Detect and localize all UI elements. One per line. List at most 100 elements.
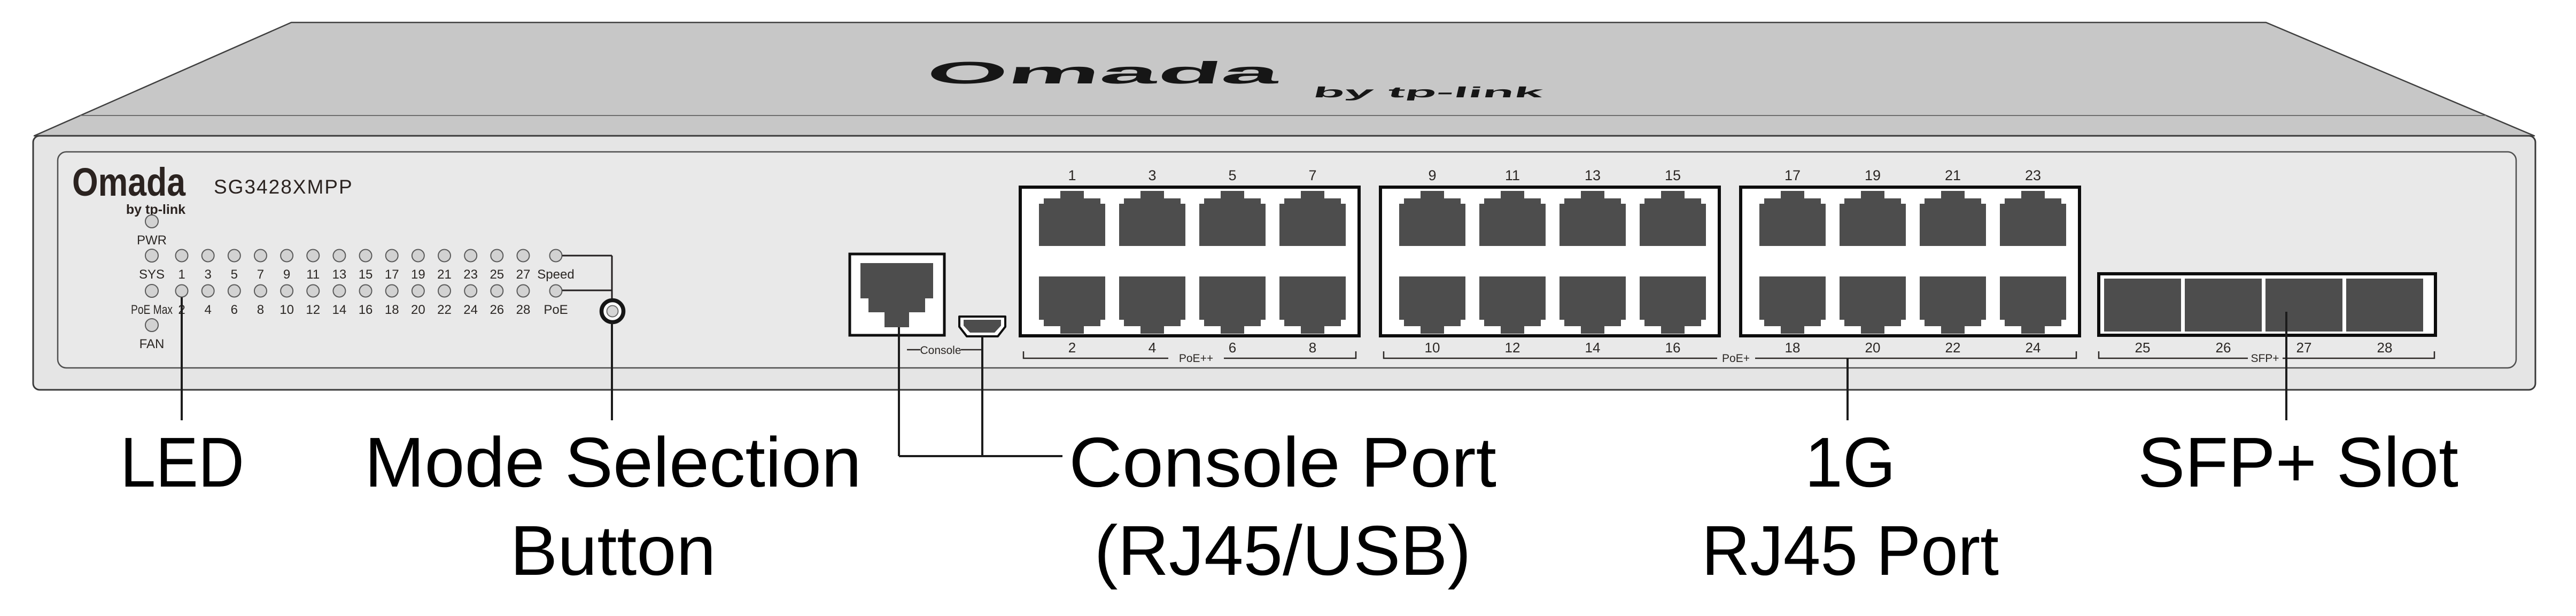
port-led-label: 6 bbox=[231, 303, 238, 317]
rj45-jack-top bbox=[1399, 191, 1465, 246]
sfp-callout-label: SFP+ Slot bbox=[2138, 423, 2458, 502]
status-led-label: SYS bbox=[139, 267, 165, 282]
port-led-label: 23 bbox=[463, 267, 478, 282]
port-number-top: 17 bbox=[1784, 167, 1801, 183]
port-number-top: 23 bbox=[2025, 167, 2041, 183]
poe-plus-label: PoE+ bbox=[1722, 352, 1750, 365]
port-led bbox=[280, 249, 294, 263]
port-number-bottom: 14 bbox=[1585, 340, 1601, 356]
port-led-label: 15 bbox=[359, 267, 373, 282]
sfp-slot bbox=[2104, 279, 2181, 332]
port-led-label: 17 bbox=[385, 267, 399, 282]
port-number-top: 5 bbox=[1228, 167, 1236, 183]
port-number-top: 11 bbox=[1505, 167, 1520, 183]
port-number-top: 3 bbox=[1148, 167, 1156, 183]
top-lid bbox=[33, 21, 2535, 137]
led-callout-label: LED bbox=[120, 423, 244, 502]
rj45-jack-top bbox=[1039, 191, 1105, 246]
port-led bbox=[332, 249, 346, 263]
lid-logo-byline: by tp-link bbox=[1311, 84, 1545, 101]
sfp-number: 28 bbox=[2377, 340, 2393, 356]
port-led bbox=[359, 249, 373, 263]
rj45-jack-bottom bbox=[1279, 276, 1346, 334]
port-led-label: 14 bbox=[332, 303, 347, 317]
port-number-top: 19 bbox=[1865, 167, 1881, 183]
poep-bracket-right bbox=[1755, 351, 2077, 359]
port-led bbox=[464, 249, 478, 263]
port-led-label: 3 bbox=[204, 267, 211, 282]
port-led bbox=[175, 249, 189, 263]
port-led-label: 16 bbox=[359, 303, 373, 317]
port-led-label: 20 bbox=[411, 303, 425, 317]
rj45-jack-bottom bbox=[1559, 276, 1626, 334]
rj45-jack-bottom bbox=[1399, 276, 1465, 334]
port-led-label: 9 bbox=[283, 267, 290, 282]
rj45-jack-top bbox=[2000, 191, 2066, 246]
status-led bbox=[145, 214, 159, 228]
rj45-jack-bottom bbox=[1199, 276, 1266, 334]
callout-lines bbox=[181, 297, 2287, 457]
rj45-callout-label-line1: 1G bbox=[1805, 423, 1896, 502]
status-led-label: FAN bbox=[139, 337, 165, 351]
port-number-bottom: 22 bbox=[1945, 340, 1961, 356]
rj45-jack-top bbox=[1279, 191, 1346, 246]
port-number-bottom: 8 bbox=[1309, 340, 1316, 356]
port-led-label: 8 bbox=[257, 303, 264, 317]
rj45-jack-top bbox=[1840, 191, 1906, 246]
port-led-label: 13 bbox=[332, 267, 347, 282]
poepp-bracket-right bbox=[1224, 351, 1357, 359]
console-callout-label-line1: Console Port bbox=[1069, 423, 1496, 502]
port-led-label: PoE bbox=[544, 303, 568, 317]
port-number-bottom: 10 bbox=[1425, 340, 1440, 356]
port-led-label: 12 bbox=[306, 303, 320, 317]
port-led bbox=[227, 249, 241, 263]
port-led bbox=[175, 284, 189, 298]
rj45-jack-bottom bbox=[1840, 276, 1906, 334]
console-usb-jack bbox=[964, 320, 1001, 333]
rj45-jack-top bbox=[1479, 191, 1546, 246]
port-led-label: 4 bbox=[204, 303, 211, 317]
port-number-top: 9 bbox=[1428, 167, 1436, 183]
rj45-jack-top bbox=[1119, 191, 1185, 246]
port-led bbox=[411, 249, 425, 263]
port-led-label: 28 bbox=[516, 303, 531, 317]
port-led-label: 27 bbox=[516, 267, 531, 282]
port-led bbox=[385, 249, 399, 263]
mode-callout-label-line1: Mode Selection bbox=[364, 423, 862, 502]
sfp-bracket-right bbox=[2283, 351, 2435, 359]
rj45-jack-bottom bbox=[2000, 276, 2066, 334]
mode-callout-label-line2: Button bbox=[510, 511, 716, 590]
port-led-label: 1 bbox=[178, 267, 185, 282]
poe-plus-plus-label: PoE++ bbox=[1179, 352, 1213, 365]
panel-brand: Omada bbox=[72, 160, 186, 204]
port-led-label: 25 bbox=[490, 267, 504, 282]
port-led bbox=[490, 249, 504, 263]
status-led-label: PWR bbox=[137, 233, 167, 248]
mode-selection-button bbox=[562, 255, 626, 325]
port-led bbox=[438, 249, 451, 263]
port-led bbox=[227, 284, 241, 298]
port-led-label: 5 bbox=[231, 267, 238, 282]
port-led-label: 11 bbox=[306, 267, 320, 282]
port-number-bottom: 4 bbox=[1149, 340, 1156, 356]
port-led bbox=[490, 284, 504, 298]
sfp-slot bbox=[2185, 279, 2262, 332]
sfp-number: 25 bbox=[2135, 340, 2151, 356]
rj45-jack-top bbox=[1199, 191, 1266, 246]
port-led-label: 26 bbox=[490, 303, 504, 317]
port-number-bottom: 16 bbox=[1665, 340, 1681, 356]
console-rj45-jack bbox=[860, 263, 933, 327]
port-led bbox=[464, 284, 478, 298]
panel-model: SG3428XMPP bbox=[214, 176, 353, 198]
port-led bbox=[306, 249, 320, 263]
status-led-label: PoE Max bbox=[131, 303, 173, 317]
rj45-jack-bottom bbox=[1640, 276, 1706, 334]
port-led bbox=[385, 284, 399, 298]
status-led bbox=[145, 318, 159, 332]
rj45-jack-bottom bbox=[1920, 276, 1986, 334]
